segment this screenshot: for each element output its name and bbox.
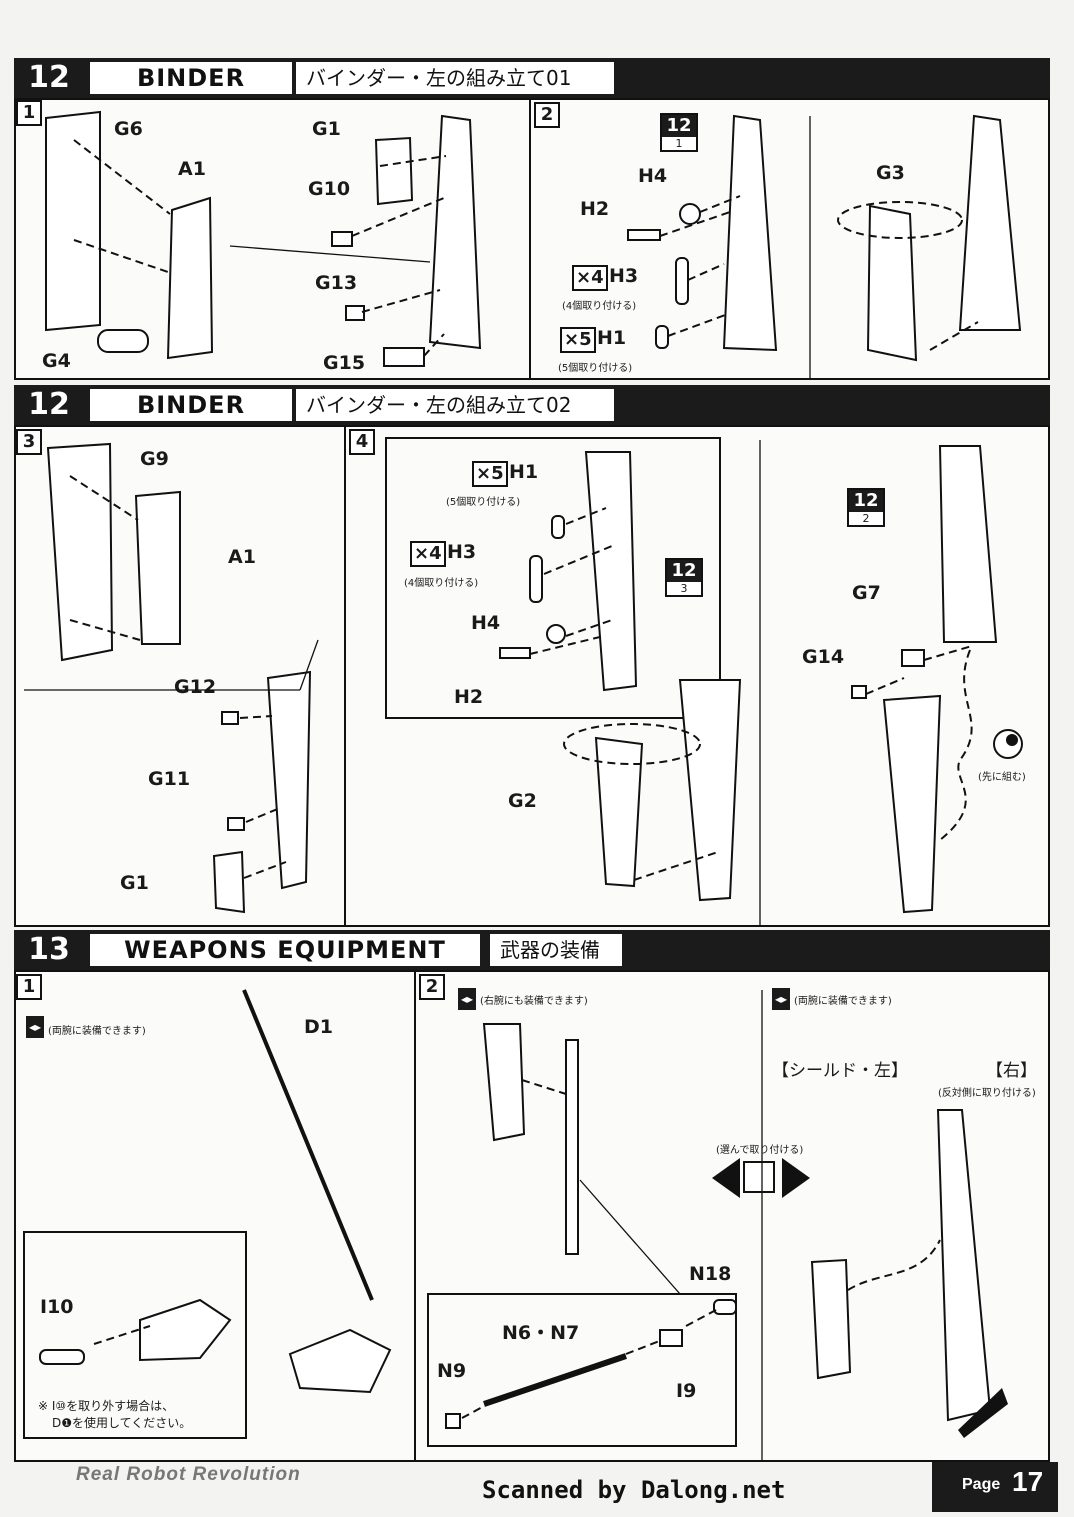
part-label: G11	[148, 768, 191, 790]
step-number: 4	[349, 429, 375, 455]
step-number: 2	[534, 102, 560, 128]
part-label: G10	[308, 178, 351, 200]
ref-top: 12	[849, 490, 883, 512]
quantity-note: (4個取り付ける)	[404, 578, 479, 589]
panel-12a	[14, 98, 1050, 380]
quantity-badge: ×4	[410, 541, 446, 567]
step-number: 2	[419, 974, 445, 1000]
ref-top: 12	[667, 560, 701, 582]
part-label: G9	[140, 448, 169, 470]
part-label: G1	[120, 872, 149, 894]
part-label: G7	[852, 582, 881, 604]
quantity-badge: ×5	[560, 327, 596, 353]
part-label: H2	[454, 686, 484, 708]
part-label: G3	[876, 162, 905, 184]
page-box	[932, 1462, 1058, 1512]
part-label: N9	[437, 1360, 467, 1382]
opposite-note: (反対側に取り付ける)	[938, 1088, 1036, 1099]
part-label: G13	[315, 272, 358, 294]
part-label: H1	[597, 327, 627, 349]
part-label: N18	[689, 1263, 732, 1285]
part-label: G1	[312, 118, 341, 140]
section-title-jp: バインダー・左の組み立て02	[296, 389, 614, 421]
part-label: I10	[40, 1296, 74, 1318]
ref-bottom: 1	[675, 137, 683, 150]
step-number: 1	[16, 100, 42, 126]
remove-note: D❶を使用してください。	[52, 1416, 192, 1430]
step-reference: 12 3	[665, 558, 703, 597]
part-label: G6	[114, 118, 143, 140]
scan-credit: Scanned by Dalong.net	[482, 1476, 786, 1504]
part-label: G4	[42, 350, 71, 372]
part-label: H4	[471, 612, 501, 634]
part-label: G15	[323, 352, 366, 374]
divider	[529, 98, 531, 380]
part-label: G12	[174, 676, 217, 698]
part-label: H3	[447, 541, 477, 563]
page-number: 17	[1012, 1466, 1044, 1497]
quantity-note: (5個取り付ける)	[446, 497, 521, 508]
both-arms-icon: ◂▸	[26, 1016, 44, 1038]
section-number: 12	[28, 60, 70, 95]
divider	[414, 970, 416, 1462]
quantity-note: (4個取り付ける)	[562, 301, 637, 312]
part-label: H3	[609, 265, 639, 287]
right-arm-icon: ◂▸	[458, 988, 476, 1010]
ref-bottom: 3	[680, 582, 688, 595]
shield-label: 【シールド・左】	[772, 1061, 908, 1081]
divider	[344, 425, 346, 927]
section-number: 13	[28, 932, 70, 967]
ref-top: 12	[662, 115, 696, 137]
both-arms-note: (両腕に装備できます)	[794, 996, 892, 1007]
section-title-en: BINDER	[90, 62, 292, 94]
part-label: H4	[638, 165, 668, 187]
part-label: I9	[676, 1380, 697, 1402]
series-name: Real Robot Revolution	[76, 1464, 301, 1485]
step-number: 3	[16, 429, 42, 455]
part-label: G14	[802, 646, 845, 668]
ref-bottom: 2	[862, 512, 870, 525]
choose-note: (選んで取り付ける)	[716, 1145, 804, 1156]
right-arm-note: (右腕にも装備できます)	[480, 996, 588, 1007]
both-arms-icon: ◂▸	[772, 988, 790, 1010]
section-number: 12	[28, 387, 70, 422]
shield-right-label: 【右】	[986, 1061, 1037, 1081]
part-label: A1	[228, 546, 256, 568]
section-title-en: BINDER	[90, 389, 292, 421]
first-note: (先に組む)	[978, 772, 1026, 783]
step-number: 1	[16, 974, 42, 1000]
part-label: N6・N7	[502, 1322, 580, 1344]
section-header-12a: 12 BINDER バインダー・左の組み立て01	[14, 58, 1050, 98]
part-label: G2	[508, 790, 537, 812]
section-title-jp: 武器の装備	[490, 934, 622, 966]
panel-13	[14, 970, 1050, 1462]
quantity-badge: ×5	[472, 461, 508, 487]
step-reference: 12 2	[847, 488, 885, 527]
quantity-note: (5個取り付ける)	[558, 363, 633, 374]
step-reference: 12 1	[660, 113, 698, 152]
section-header-13: 13 WEAPONS EQUIPMENT 武器の装備	[14, 930, 1050, 970]
section-title-jp: バインダー・左の組み立て01	[296, 62, 614, 94]
section-header-12b: 12 BINDER バインダー・左の組み立て02	[14, 385, 1050, 425]
part-label: A1	[178, 158, 206, 180]
panel-12b	[14, 425, 1050, 927]
part-label: H2	[580, 198, 610, 220]
section-title-en: WEAPONS EQUIPMENT	[90, 934, 480, 966]
page-label: Page	[962, 1476, 1001, 1493]
both-arms-note: (両腕に装備できます)	[48, 1026, 146, 1037]
quantity-badge: ×4	[572, 265, 608, 291]
remove-note: ※ I⑩を取り外す場合は、	[38, 1399, 175, 1413]
part-label: D1	[304, 1016, 333, 1038]
part-label: H1	[509, 461, 539, 483]
